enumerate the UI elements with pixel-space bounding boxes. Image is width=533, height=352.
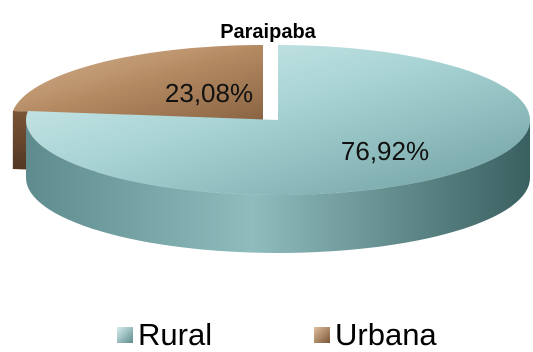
legend-label-urbana: Urbana bbox=[335, 317, 437, 352]
chart-title: Paraipaba bbox=[220, 21, 316, 43]
pie-slice-rural bbox=[26, 45, 530, 195]
legend-label-rural: Rural bbox=[138, 317, 212, 352]
data-label-urbana: 23,08% bbox=[165, 78, 253, 108]
legend: Rural Urbana bbox=[117, 317, 437, 352]
legend-swatch-rural bbox=[117, 327, 133, 343]
pie-plot-area: 76,92% 23,08% bbox=[12, 45, 530, 253]
pie-slice-side-rural bbox=[26, 120, 530, 253]
pie-slice-urbana bbox=[12, 45, 263, 120]
data-label-rural: 76,92% bbox=[341, 136, 429, 166]
legend-swatch-urbana bbox=[314, 327, 330, 343]
